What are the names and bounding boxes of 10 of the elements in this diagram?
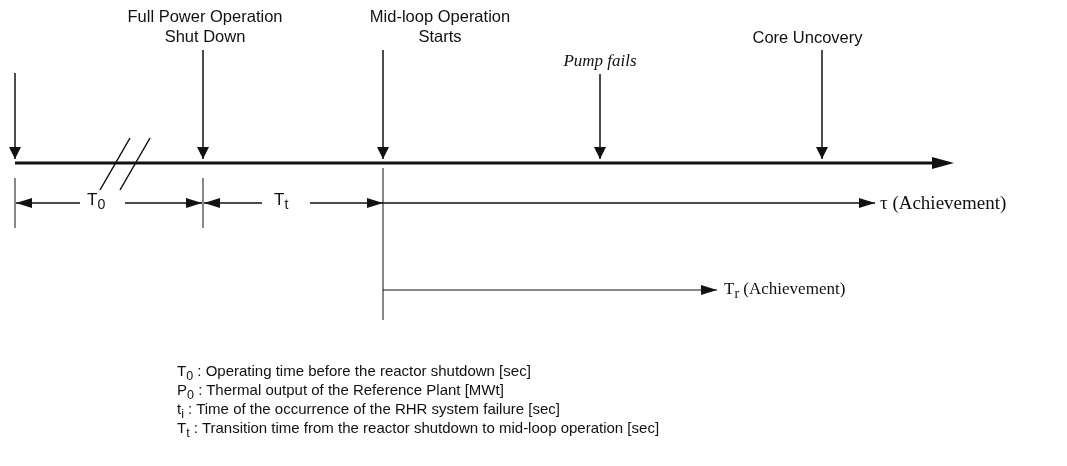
arrow (594, 73, 606, 160)
event-label: Mid-loop Operation Starts (360, 4, 520, 48)
arrow (816, 49, 828, 160)
dimension-label: τ (Achievement) (878, 192, 1009, 215)
arrow (9, 72, 21, 160)
arrow (377, 49, 389, 160)
event-label: Pump fails (555, 50, 645, 72)
event-label: Full Power Operation Shut Down (125, 4, 285, 48)
arrow (197, 49, 209, 160)
event-label: Core Uncovery (745, 26, 870, 48)
